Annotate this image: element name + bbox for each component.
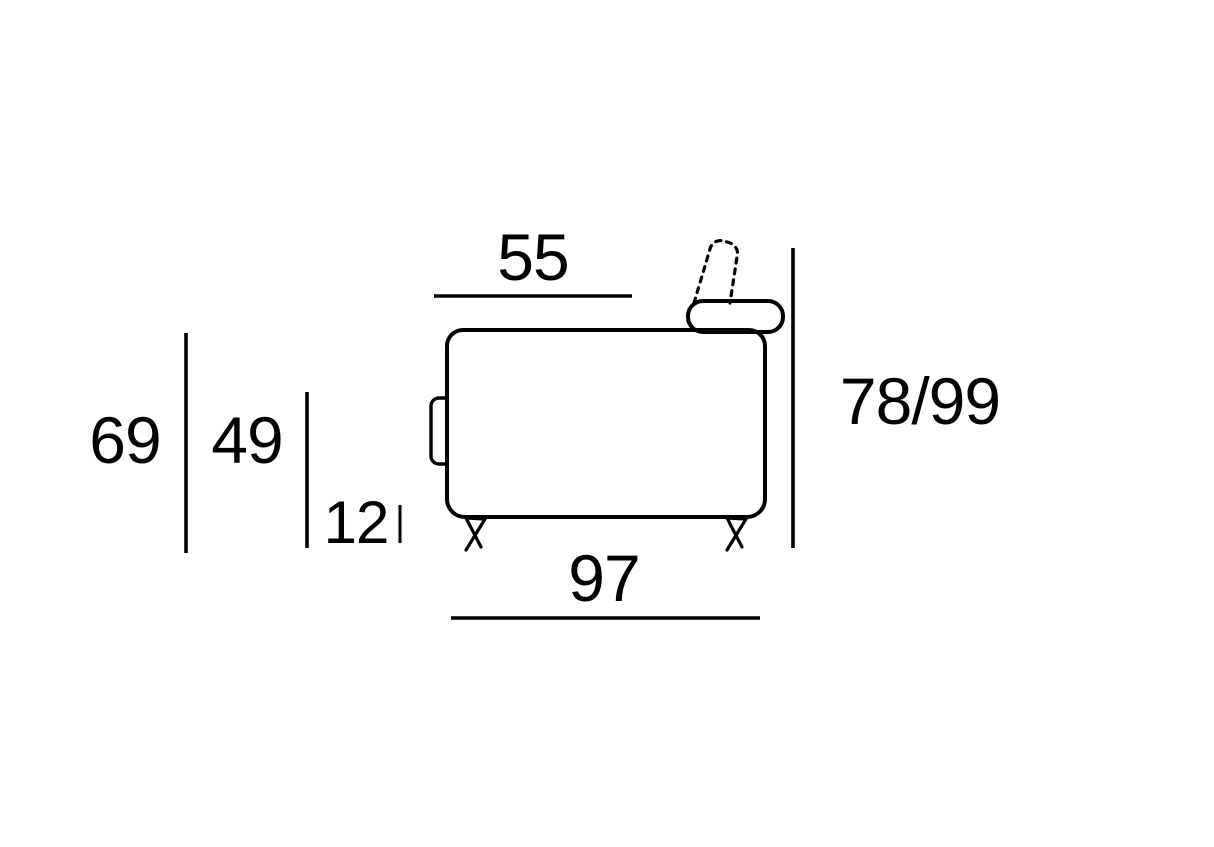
armrest-cushion-outline [686, 299, 785, 334]
right-leg-rear-strut [725, 517, 748, 552]
dimension-label-leg-height: 12 [324, 489, 389, 556]
dimension-label-right-height-range: 78/99 [840, 364, 1000, 438]
headrest-raised-ghost [692, 238, 740, 305]
side-tab-outline [429, 396, 449, 466]
dimension-label-left-outer-height: 69 [89, 403, 160, 477]
sofa-body-outline [445, 328, 767, 519]
right-leg-front-strut [725, 516, 744, 549]
left-leg-top-brace [464, 516, 487, 521]
left-leg-front-strut [464, 516, 483, 549]
right-leg-top-brace [725, 516, 748, 521]
dimension-label-top-width: 55 [497, 220, 568, 294]
left-leg-rear-strut [464, 517, 487, 552]
dimension-label-left-inner-height: 49 [211, 403, 282, 477]
dimension-label-bottom-width: 97 [568, 541, 639, 615]
